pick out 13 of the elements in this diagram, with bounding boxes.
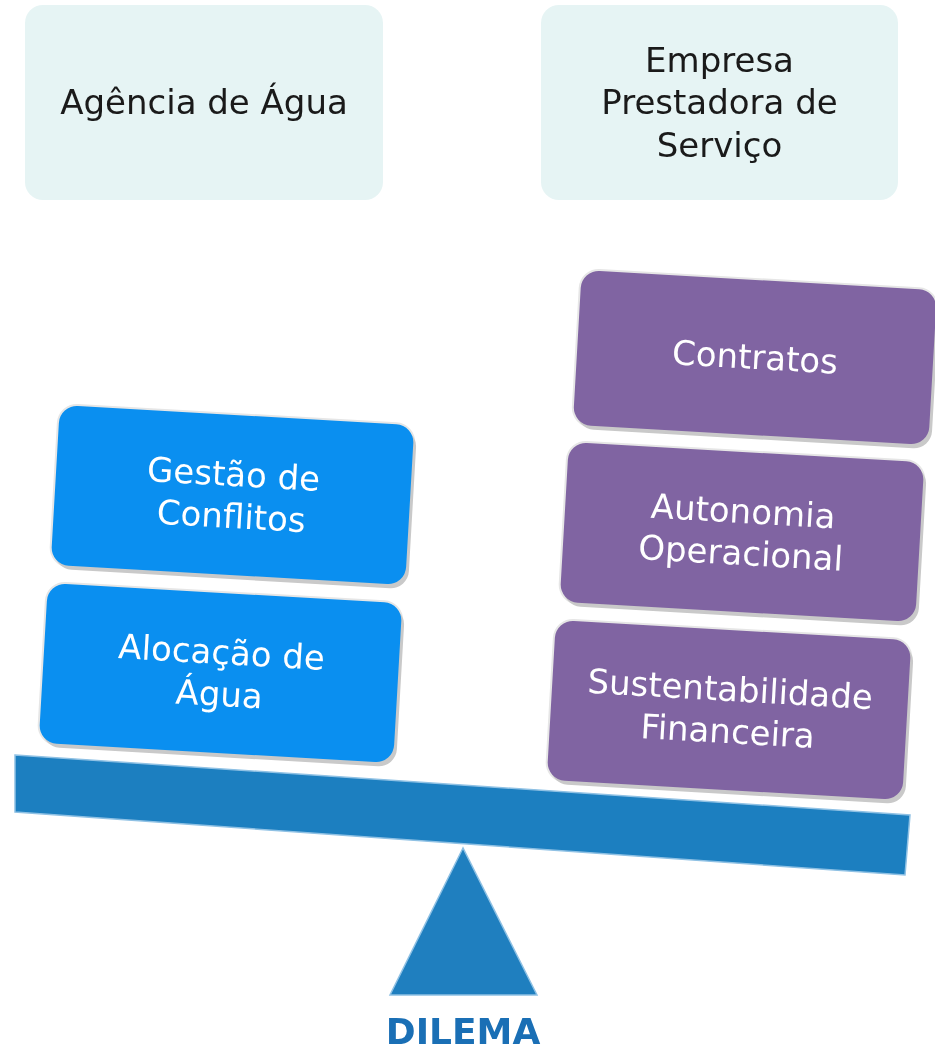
box-label: Autonomia Operacional bbox=[636, 484, 846, 581]
box-label: Empresa Prestadora de Serviço bbox=[600, 38, 839, 167]
caption-label: DILEMA bbox=[384, 1012, 542, 1052]
weight-box bbox=[559, 441, 925, 623]
weight-box bbox=[38, 582, 403, 764]
box-label: Agência de Água bbox=[60, 81, 348, 124]
box-label: Sustentabilidade Financeira bbox=[585, 659, 875, 758]
box-label: Gestão de Conflitos bbox=[145, 447, 323, 543]
weight-box bbox=[546, 619, 912, 801]
header-box bbox=[25, 5, 383, 200]
box-label: Contratos bbox=[670, 331, 840, 384]
header-box bbox=[541, 5, 898, 200]
box-label: Alocação de Água bbox=[116, 624, 328, 719]
